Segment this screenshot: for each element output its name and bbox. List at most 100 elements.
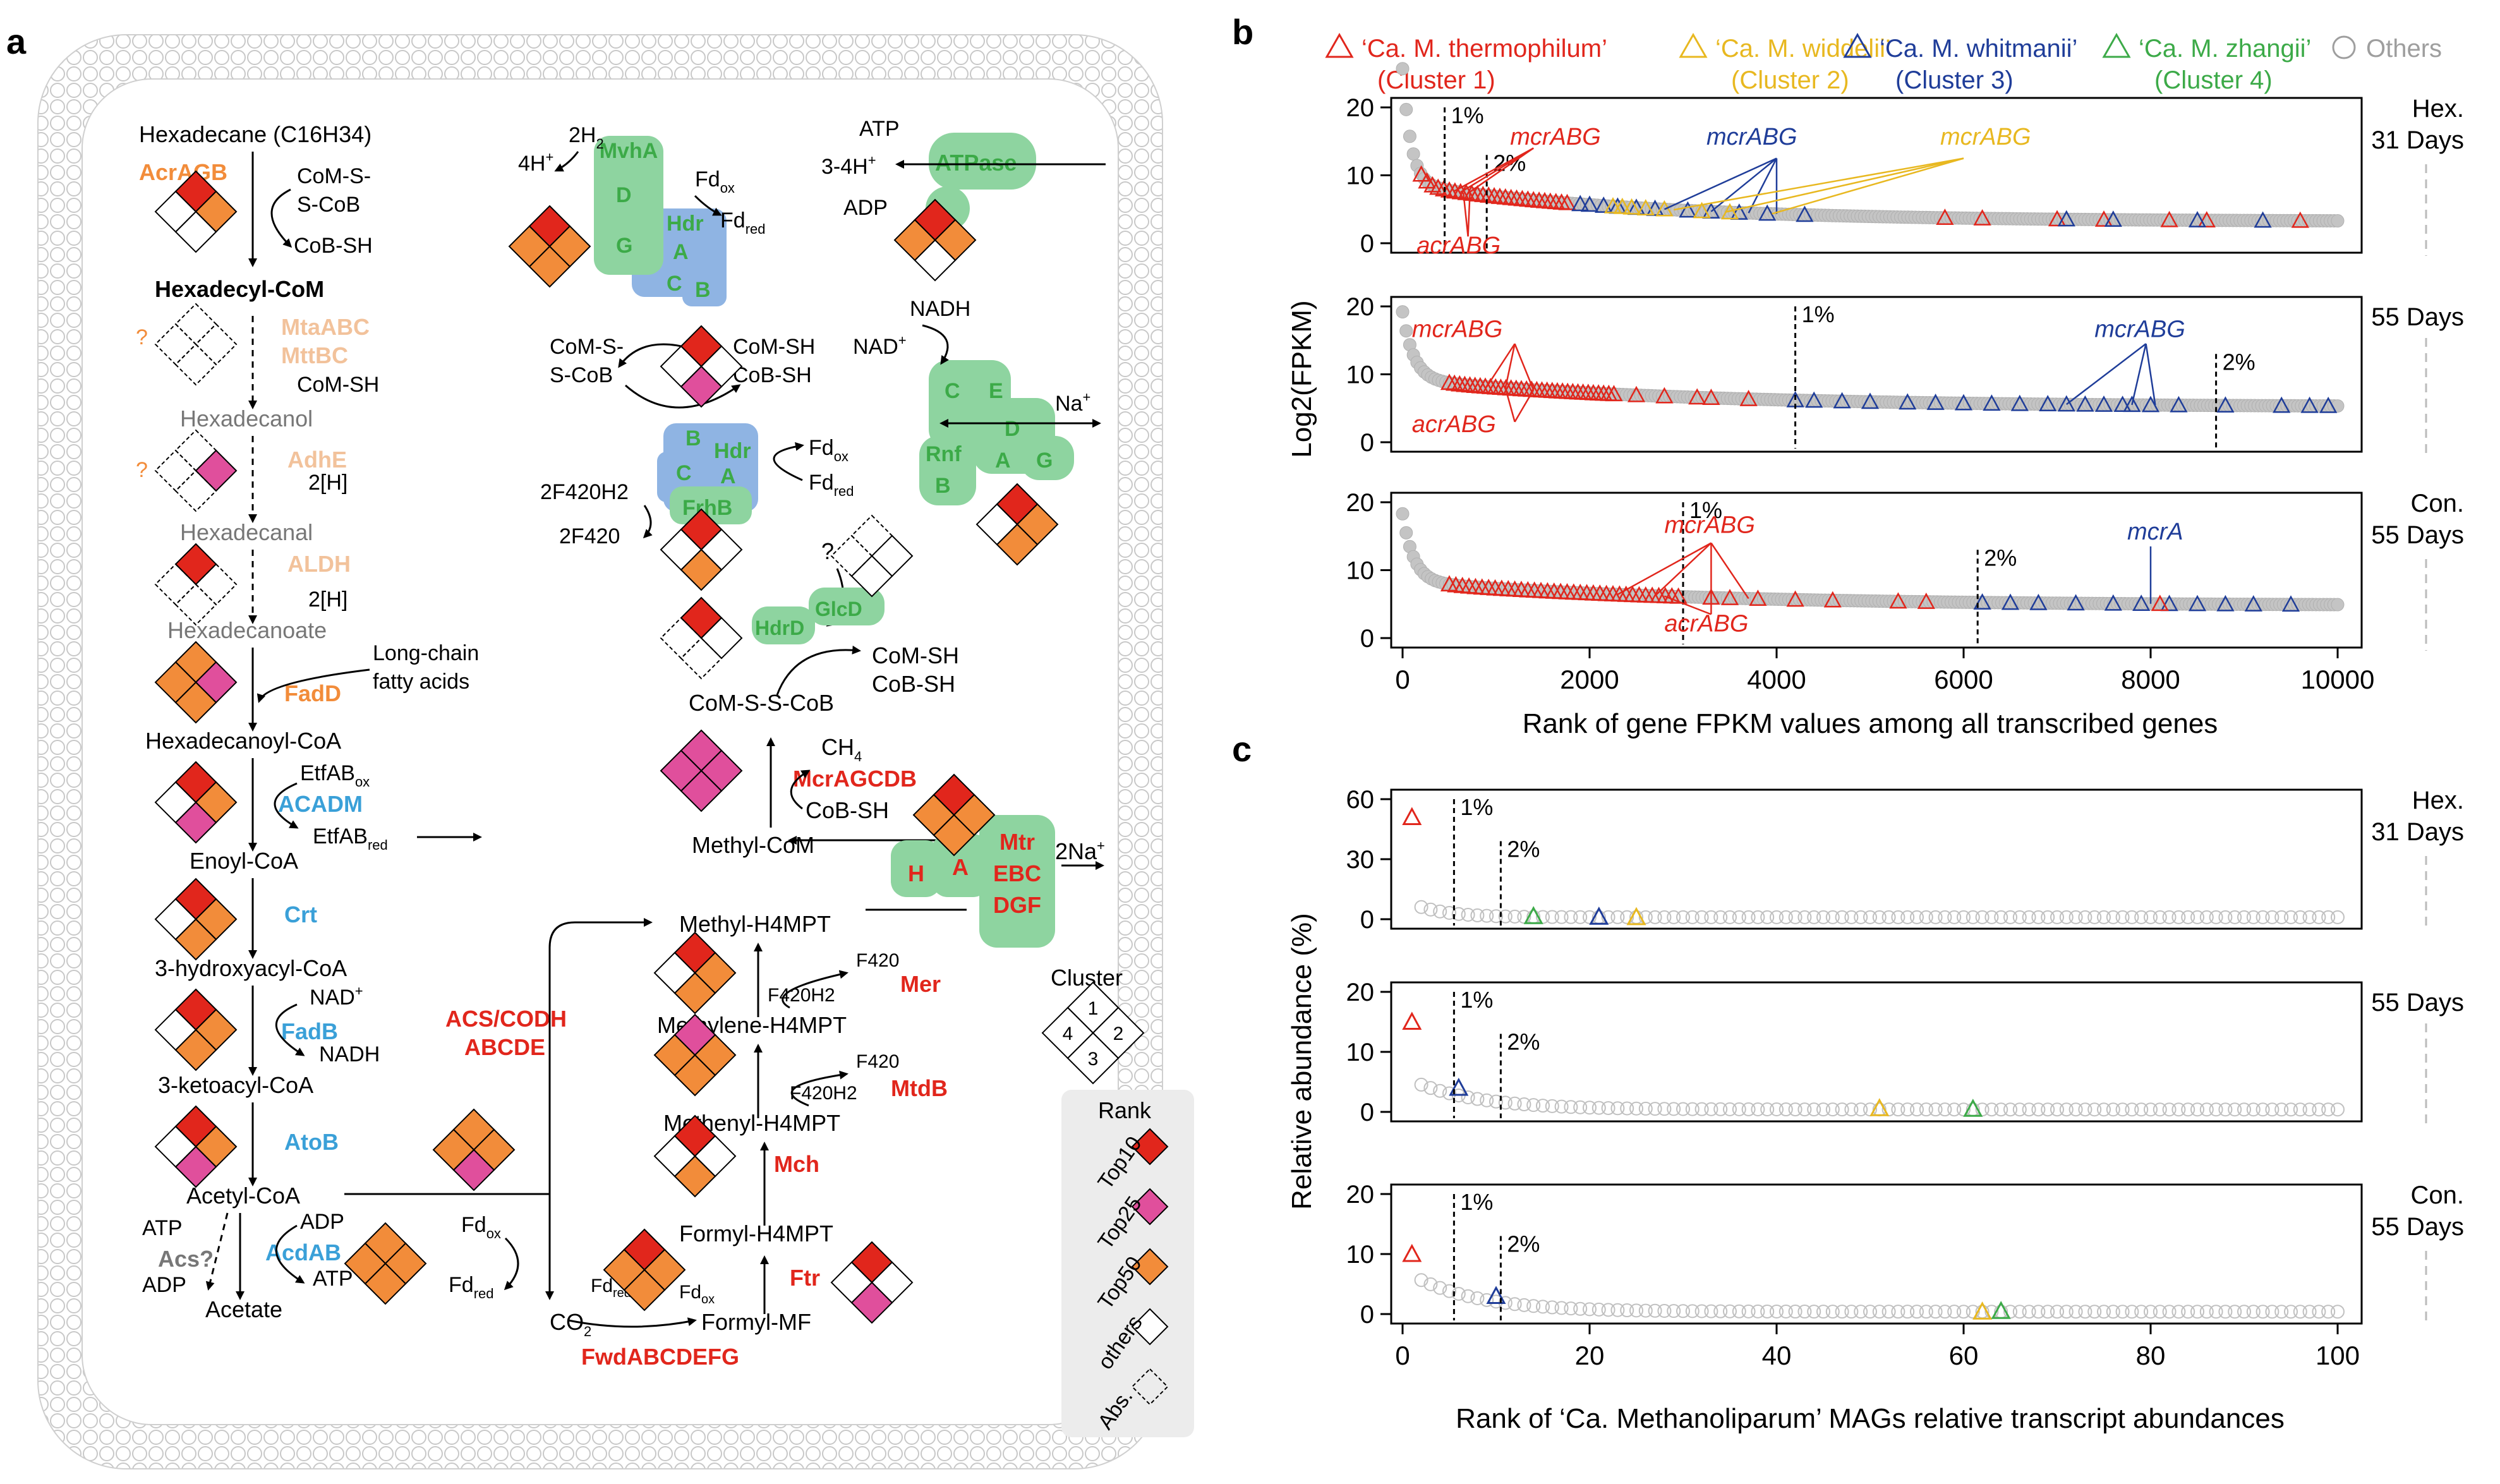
mag-point [1975, 910, 1990, 924]
mag-point [2031, 1305, 2046, 1319]
rank-legend-swatch [1131, 1368, 1169, 1406]
mag-point [1414, 900, 1428, 914]
rank-diamond [154, 543, 238, 626]
mag-point [2199, 910, 2214, 924]
mag-point [2255, 1305, 2270, 1319]
svg-text:2F420: 2F420 [559, 524, 620, 548]
svg-text:NADH: NADH [910, 297, 970, 321]
gene-point [1403, 130, 1416, 143]
rnf-arrows [922, 324, 1101, 428]
mag-point [1891, 1102, 1905, 1117]
svg-text:4H+: 4H+ [518, 149, 553, 176]
transcript-triangle [2281, 595, 2300, 612]
transcript-triangle [1796, 205, 1814, 222]
transcript-triangle [1833, 392, 1851, 409]
mag-point [2218, 1305, 2233, 1319]
label-atp-l: ATP [142, 1216, 183, 1240]
gene-point [1396, 305, 1410, 319]
mag-point [1854, 910, 1868, 924]
mag-point [1844, 910, 1859, 924]
compound-formyl-h4mpt: Formyl-H4MPT [679, 1221, 833, 1246]
mag-point [1489, 909, 1503, 924]
rank-legend-swatch [1131, 1248, 1169, 1286]
mag-point [1938, 1305, 1952, 1319]
annotation-leader [1504, 343, 1516, 389]
mag-point [2171, 1102, 2186, 1117]
mag-point [1704, 910, 1718, 924]
mag-point [2153, 1305, 2167, 1319]
label-question-hdrd: ? [821, 538, 834, 564]
mag-point [1685, 910, 1700, 924]
mag-point [1741, 1102, 1756, 1116]
mag-point [1900, 1102, 1915, 1117]
mag-point [2134, 1102, 2149, 1117]
mag-point [1507, 1096, 1522, 1111]
mag-point [1910, 1305, 1924, 1319]
mag-point [1685, 1102, 1700, 1116]
svg-text:G: G [1036, 449, 1053, 473]
mag-point [1573, 1301, 1588, 1316]
left-side-labels: CoM-S- S-CoB CoB-SH CoM-SH 2[H] 2[H] Lon… [136, 164, 501, 1301]
background-points [1414, 1273, 2345, 1319]
rank-diamond-cell [154, 563, 197, 606]
x-tick-label: 40 [1762, 1341, 1792, 1370]
gene-annotation: mcrABG [1510, 124, 1601, 150]
rank-diamond [653, 931, 737, 1015]
left-arrows [205, 152, 653, 1300]
annotation-leader [1664, 157, 1777, 210]
mag-point [2134, 1305, 2149, 1319]
mag-point [1629, 1303, 1643, 1318]
legend-b-name: Others [2366, 35, 2442, 63]
rank-diamond [912, 773, 996, 857]
mag-point [1601, 910, 1615, 924]
transcript-triangle [2029, 593, 2048, 610]
rank-diamond [660, 508, 743, 591]
rnf-complex[interactable]: C E D A G Rnf B [919, 360, 1074, 505]
frh-labels: 2F420H2 2F420 Fdox Fdred [540, 436, 854, 548]
mag-point [2293, 910, 2307, 924]
mtr-complex[interactable]: Mtr EBC DGF H A [891, 815, 1055, 948]
frh-hdr-complex[interactable]: B Hdr C A FrhB [657, 423, 758, 524]
mag-point [1480, 908, 1494, 923]
annotation-leader [1504, 387, 1516, 423]
annotation-leader [1748, 158, 1778, 214]
subpanel-side-label: Hex. [2412, 95, 2464, 123]
transcript-triangle [1720, 589, 1739, 605]
mag-point [2162, 910, 2177, 924]
transcript-triangle [2048, 210, 2067, 227]
rank-diamond-cell [660, 345, 703, 388]
mag-point [2153, 1102, 2167, 1117]
label-nad: NAD+ [310, 983, 363, 1010]
mag-point [2218, 910, 2233, 924]
compound-acetate: Acetate [205, 1296, 282, 1322]
svg-text:ATP: ATP [859, 117, 900, 141]
hdrd-glcd-complex[interactable]: GlcD HdrD [752, 588, 885, 644]
label-adp-r: ADP [300, 1210, 344, 1234]
y-tick-label: 10 [1346, 1241, 1375, 1269]
mag-point [2031, 910, 2046, 924]
svg-text:EBC: EBC [993, 860, 1041, 886]
mag-point [1835, 910, 1849, 924]
mag-point [1919, 910, 1933, 924]
transcript-triangle [1603, 196, 1622, 214]
left-chain: Hexadecane (C16H34) Hexadecyl-CoM Hexade… [139, 121, 371, 1322]
rank-diamond-cell [154, 661, 197, 704]
mag-point [1564, 1100, 1578, 1114]
mag-point [2302, 1305, 2317, 1319]
y-tick-label: 20 [1346, 979, 1375, 1006]
mag-point [1591, 1302, 1606, 1317]
cell-membrane [37, 34, 1163, 1469]
rank-diamond-cell [830, 534, 873, 577]
y-tick-label: 20 [1346, 1181, 1375, 1209]
mag-point [1573, 910, 1588, 924]
transcript-triangle [1679, 201, 1697, 218]
x-tick-label: 2000 [1560, 665, 1619, 694]
label-cob-sh-hdrd: CoB-SH [872, 671, 955, 697]
mag-point [1498, 1095, 1513, 1110]
mag-triangle [1402, 807, 1422, 825]
mag-point [1788, 910, 1803, 924]
mag-point [2068, 910, 2083, 924]
mag-point [2181, 1102, 2195, 1117]
mvh-hdr-complex[interactable]: MvhA D G Hdr A C B [594, 136, 727, 306]
